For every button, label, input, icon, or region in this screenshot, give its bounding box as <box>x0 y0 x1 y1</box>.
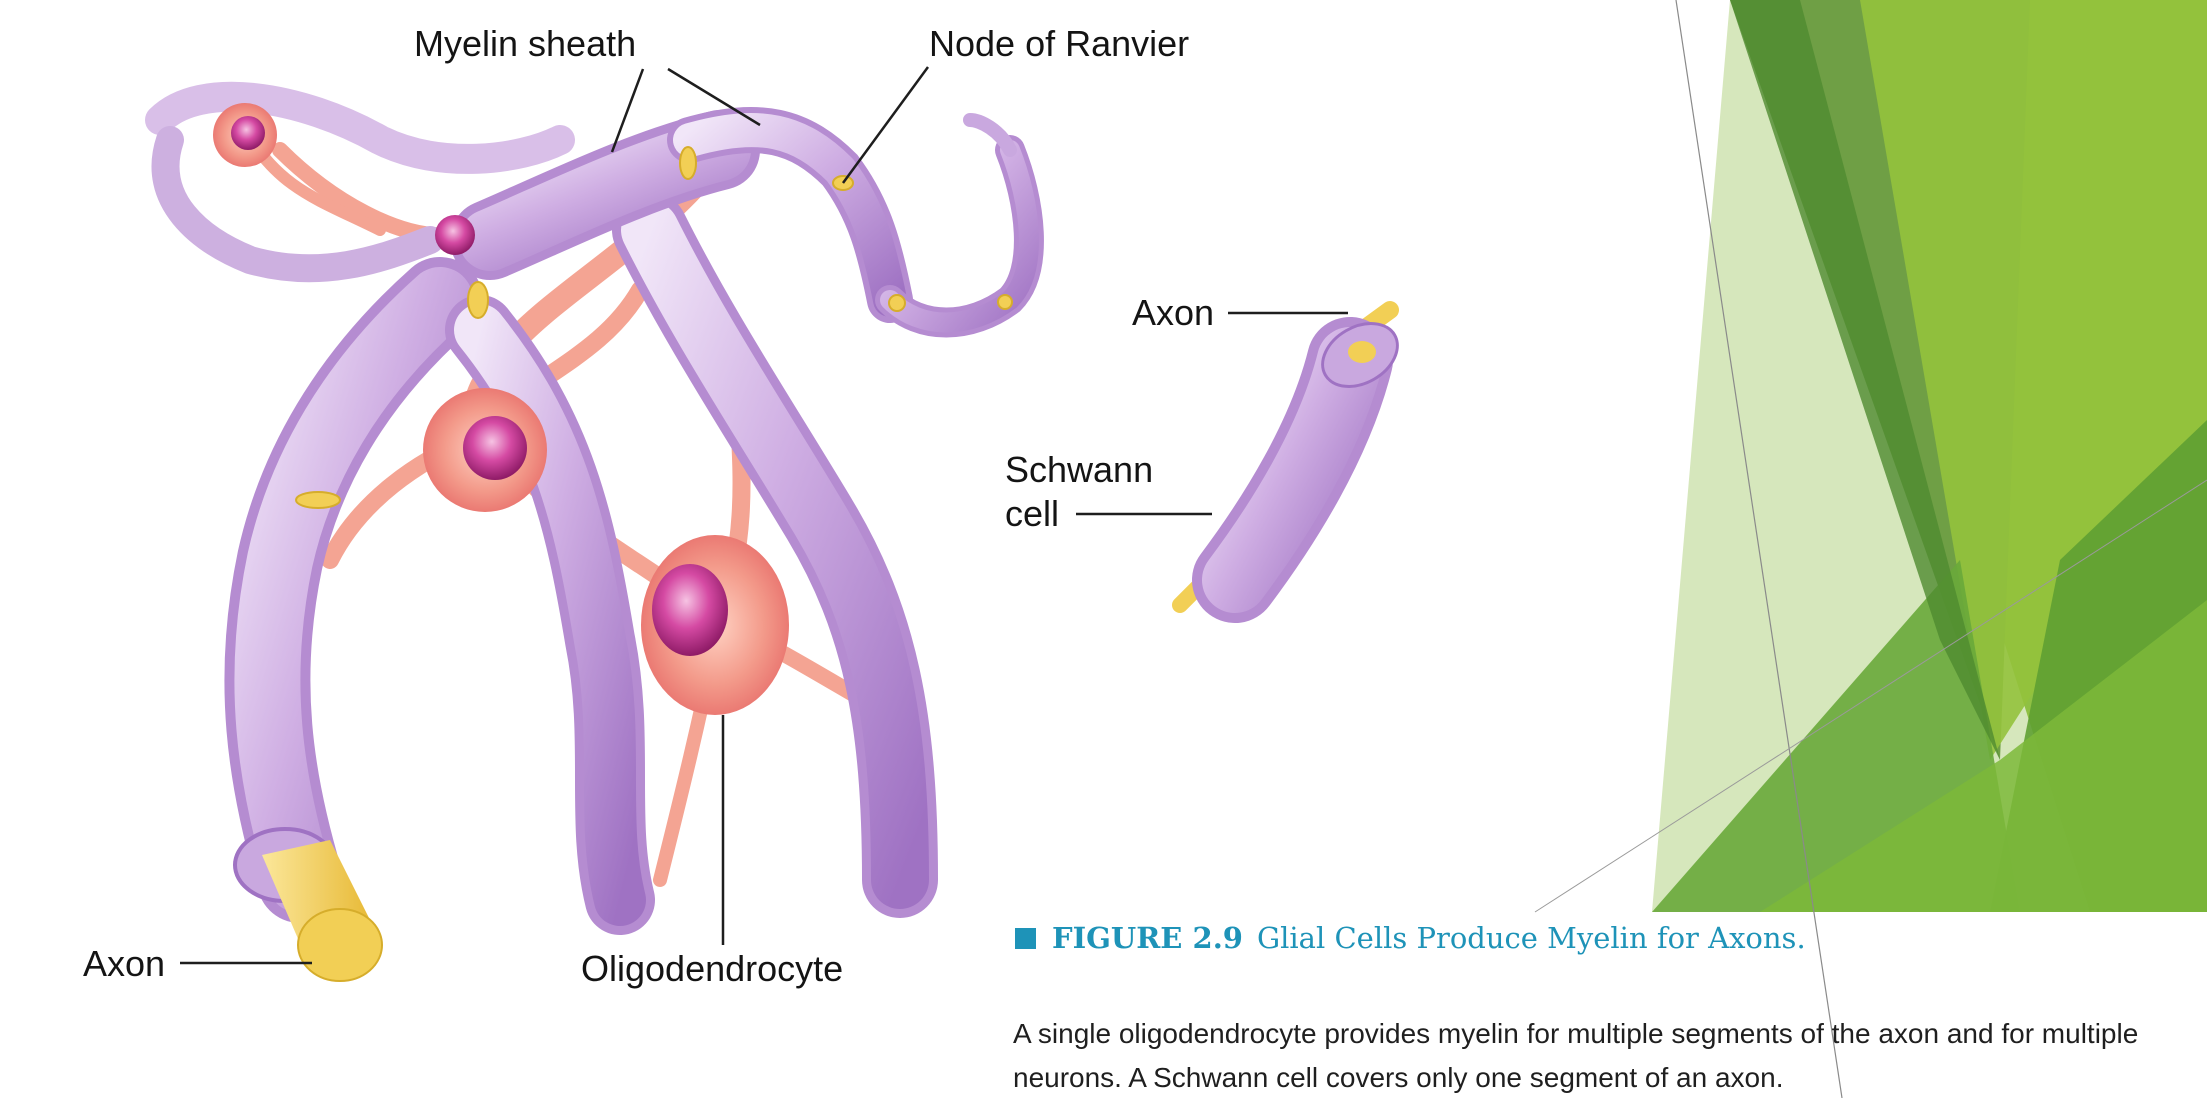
label-oligodendrocyte: Oligodendrocyte <box>581 948 843 989</box>
label-axon-left: Axon <box>83 943 165 984</box>
axon-cut-end <box>233 827 383 982</box>
label-schwann-line1: Schwann <box>1005 449 1153 490</box>
label-axon-right: Axon <box>1132 292 1214 333</box>
nodes-of-ranvier <box>295 146 1013 509</box>
caption-square-icon <box>1015 928 1036 949</box>
diagram-labels: Myelin sheath Node of Ranvier Axon Schwa… <box>83 23 1214 989</box>
back-axon-segments <box>145 81 575 283</box>
figure-description: A single oligodendrocyte provides myelin… <box>1013 1018 2139 1093</box>
schwann-cell-drawing <box>1172 301 1399 623</box>
myelinated-axons <box>224 107 1044 935</box>
figure-title: Glial Cells Produce Myelin for Axons. <box>1256 921 1806 955</box>
label-myelin-sheath: Myelin sheath <box>414 23 636 64</box>
label-node-of-ranvier: Node of Ranvier <box>929 23 1189 64</box>
figure-number: FIGURE 2.9 <box>1052 921 1243 955</box>
figure-caption: FIGURE 2.9 Glial Cells Produce Myelin for… <box>1015 921 2195 955</box>
leader-lines <box>180 66 1348 965</box>
oligodendrocyte-cells <box>213 103 789 715</box>
label-schwann-line2: cell <box>1005 493 1059 534</box>
